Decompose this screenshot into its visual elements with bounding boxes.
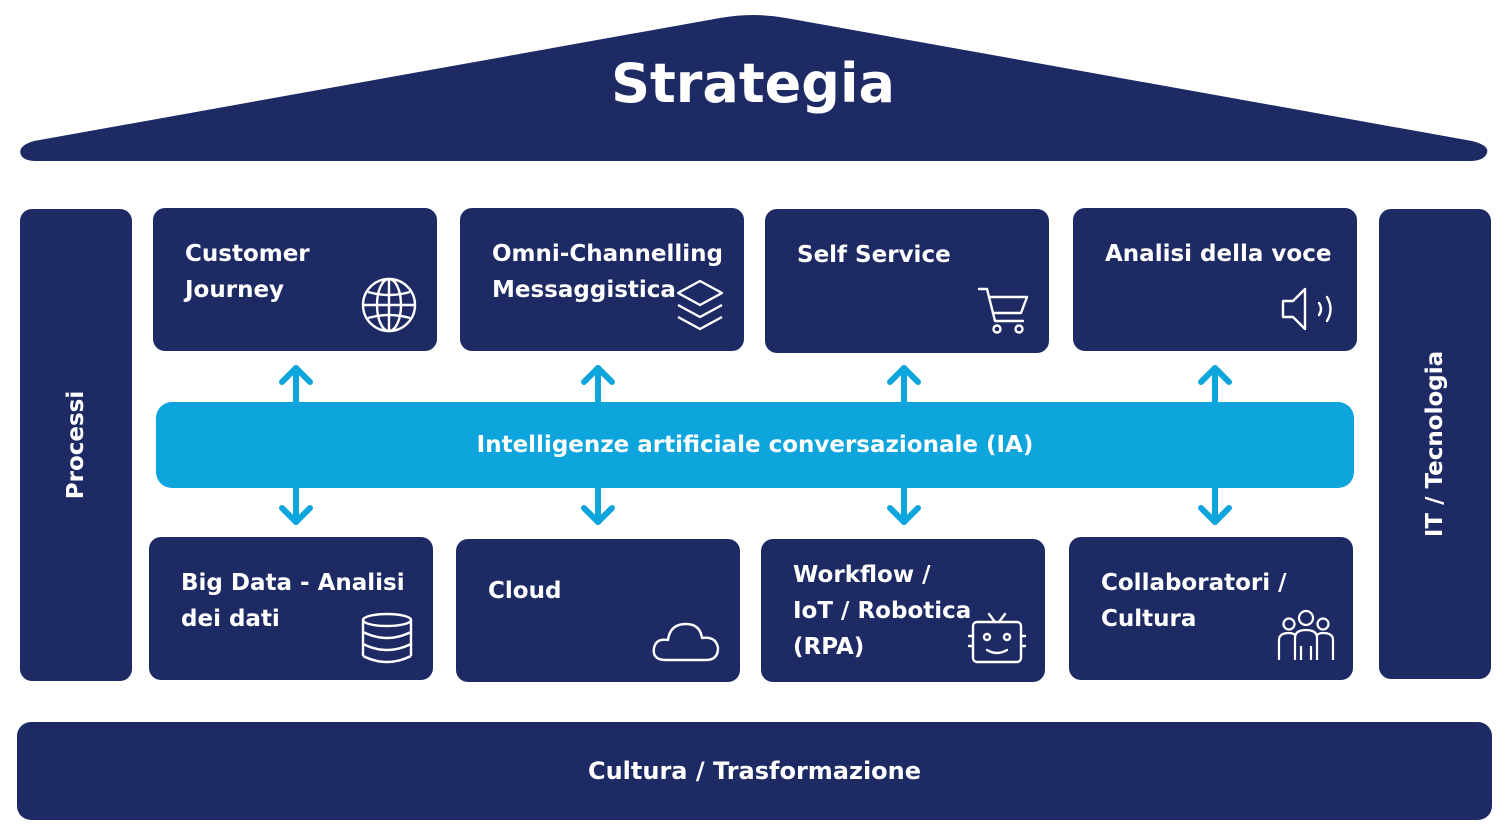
arrow-up-icon: [279, 365, 313, 404]
foundation: Cultura / Trasformazione: [17, 722, 1492, 820]
cloud-icon: [652, 622, 720, 662]
arrow-up-icon: [581, 365, 615, 404]
pillar-label-right: IT / Tecnologia: [1422, 350, 1448, 538]
layers-icon: [676, 279, 724, 331]
box-big-data: Big Data - Analisi dei dati: [149, 537, 433, 680]
people-icon: [1277, 609, 1335, 660]
ai-bar-label: Intelligenze artificiale conversazionale…: [476, 432, 1034, 458]
box-omni-channelling: Omni-Channelling Messaggistica: [460, 208, 744, 351]
roof-shape: [20, 15, 1488, 161]
arrow-up-icon: [887, 365, 921, 404]
database-icon: [361, 612, 413, 664]
roof-title: Strategia: [611, 52, 895, 115]
pillar-processi: Processi: [20, 209, 132, 681]
box-cloud: Cloud: [456, 539, 740, 682]
arrow-down-icon: [279, 486, 313, 525]
box-analisi-voce: Analisi della voce: [1073, 208, 1357, 351]
pillar-label-left: Processi: [63, 390, 89, 500]
robot-icon: [967, 612, 1027, 664]
arrow-up-icon: [1198, 365, 1232, 404]
box-label: Omni-Channelling Messaggistica: [492, 241, 723, 303]
box-customer-journey: Customer Journey: [153, 208, 437, 351]
box-collaboratori: Collaboratori / Cultura: [1069, 537, 1353, 680]
box-label: Analisi della voce: [1105, 241, 1332, 267]
box-label: Self Service: [797, 242, 951, 268]
speaker-icon: [1281, 287, 1332, 331]
box-label: Workflow / IoT / Robotica (RPA): [793, 562, 972, 660]
box-workflow-iot: Workflow / IoT / Robotica (RPA): [761, 539, 1045, 682]
globe-icon: [361, 277, 417, 333]
box-label: Big Data - Analisi dei dati: [181, 570, 405, 632]
box-label: Customer Journey: [185, 241, 310, 303]
shopping-cart-icon: [977, 287, 1029, 334]
box-self-service: Self Service: [765, 209, 1049, 353]
ai-bar: Intelligenze artificiale conversazionale…: [156, 402, 1354, 488]
arrow-down-icon: [1198, 486, 1232, 525]
box-label: Cloud: [488, 578, 562, 604]
arrow-down-icon: [887, 486, 921, 525]
arrow-down-icon: [581, 486, 615, 525]
foundation-label: Cultura / Trasformazione: [587, 757, 922, 785]
box-label: Collaboratori / Cultura: [1101, 570, 1287, 632]
pillar-it-tecnologia: IT / Tecnologia: [1379, 209, 1491, 679]
